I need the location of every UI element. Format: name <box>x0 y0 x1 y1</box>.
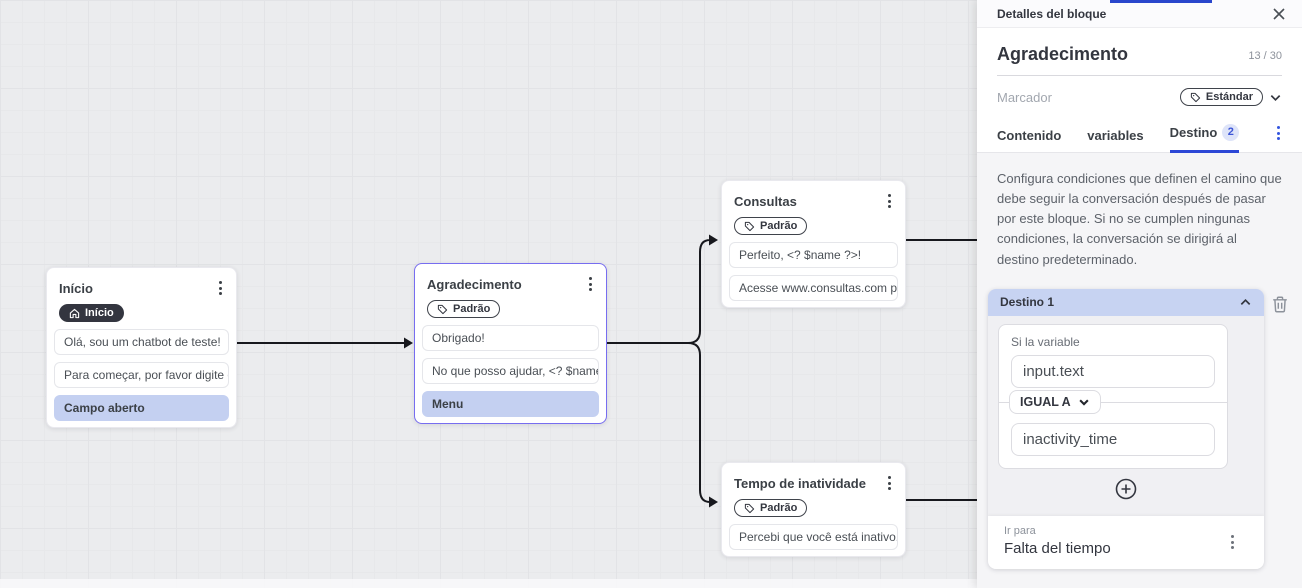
flow-block-tempo-inatividade[interactable]: Tempo de inatividade Padrão Percebi que … <box>721 462 906 557</box>
char-counter: 13 / 30 <box>1248 50 1282 62</box>
close-icon[interactable] <box>1272 7 1286 21</box>
block-message-item[interactable]: Acesse www.consultas.com par... <box>729 275 898 301</box>
block-message-item[interactable]: Perfeito, <? $name ?>! <box>729 242 898 268</box>
badge-label: Padrão <box>453 303 491 315</box>
block-name-value[interactable]: Agradecimento <box>997 44 1129 64</box>
marcador-pill-label: Estándar <box>1205 91 1253 103</box>
block-type-badge: Padrão <box>734 217 808 235</box>
tabs-menu-icon[interactable] <box>1275 124 1282 142</box>
condition-operator-value: IGUAL A <box>1020 394 1071 409</box>
block-type-badge: Padrão <box>734 499 808 517</box>
block-message-item[interactable]: Olá, sou um chatbot de teste! <box>54 329 229 355</box>
tag-icon <box>1190 92 1201 102</box>
tab-contenido[interactable]: Contenido <box>997 128 1062 143</box>
condition-operator-select[interactable]: IGUAL A <box>1009 389 1101 414</box>
block-message-item[interactable]: No que posso ajudar, <? $name ... <box>422 358 599 384</box>
badge-label: Padrão <box>760 220 798 232</box>
block-action-item[interactable]: Menu <box>422 391 599 417</box>
chevron-up-icon[interactable] <box>1239 296 1252 309</box>
block-menu-icon[interactable] <box>886 192 893 210</box>
destino-card-title: Destino 1 <box>1000 295 1055 310</box>
add-condition-button[interactable] <box>1115 478 1137 505</box>
tab-variables[interactable]: variables <box>1087 128 1144 143</box>
badge-label: Início <box>85 307 114 319</box>
goto-section[interactable]: Ir para Falta del tiempo <box>988 515 1264 569</box>
chevron-down-icon <box>1079 399 1089 406</box>
panel-topbar: Detalles del bloque <box>977 0 1302 28</box>
block-type-badge: Início <box>59 304 124 322</box>
block-menu-icon[interactable] <box>886 474 893 492</box>
tab-destino[interactable]: Destino 2 <box>1169 124 1240 153</box>
block-menu-icon[interactable] <box>217 279 224 297</box>
block-title: Tempo de inatividade <box>734 475 866 491</box>
block-title: Agradecimento <box>427 276 522 292</box>
tab-destino-label: Destino <box>1169 125 1218 140</box>
tag-icon <box>744 503 755 513</box>
tag-icon <box>744 221 755 231</box>
block-title: Consultas <box>734 193 797 209</box>
block-message-item[interactable]: Para começar, por favor digite o ... <box>54 362 229 388</box>
panel-tabs: Contenido variables Destino 2 <box>997 118 1282 153</box>
panel-header-section: Agradecimento 13 / 30 Marcador Estándar … <box>977 28 1302 153</box>
block-message-item[interactable]: Percebi que você está inativo. C... <box>729 524 898 550</box>
block-title: Início <box>59 280 93 296</box>
flow-block-agradecimento[interactable]: Agradecimento Padrão Obrigado! No que po… <box>414 263 607 424</box>
destino-card: Destino 1 Si la variable IGUAL A <box>988 288 1264 569</box>
trash-icon <box>1273 296 1287 313</box>
destino-card-header[interactable]: Destino 1 <box>988 288 1264 316</box>
badge-label: Padrão <box>760 502 798 514</box>
block-name-field[interactable]: Agradecimento 13 / 30 <box>997 28 1282 76</box>
delete-destino-button[interactable] <box>1272 296 1288 318</box>
block-menu-icon[interactable] <box>587 275 594 293</box>
condition-value-input[interactable] <box>1011 422 1215 456</box>
goto-label: Ir para <box>1004 524 1036 537</box>
flow-block-consultas[interactable]: Consultas Padrão Perfeito, <? $name ?>! … <box>721 180 906 308</box>
plus-circle-icon <box>1115 478 1137 500</box>
canvas-bottom-strip <box>0 579 977 588</box>
marcador-label: Marcador <box>997 89 1052 105</box>
block-type-badge: Padrão <box>427 300 501 318</box>
block-details-panel: Detalles del bloque Agradecimento 13 / 3… <box>977 0 1302 588</box>
panel-title: Detalles del bloque <box>997 6 1107 21</box>
chevron-down-icon[interactable] <box>1269 91 1282 104</box>
goto-value: Falta del tiempo <box>1004 539 1111 557</box>
destino-description: Configura condiciones que definen el cam… <box>997 171 1282 267</box>
goto-menu-icon[interactable] <box>1229 533 1236 551</box>
destino-tab-content: Configura condiciones que definen el cam… <box>977 153 1302 588</box>
panel-top-accent <box>1110 0 1212 3</box>
block-action-item[interactable]: Campo aberto <box>54 395 229 421</box>
block-message-item[interactable]: Obrigado! <box>422 325 599 351</box>
condition-group: Si la variable IGUAL A <box>998 323 1228 469</box>
tab-destino-count-badge: 2 <box>1222 124 1240 141</box>
tag-icon <box>437 304 448 314</box>
condition-variable-input[interactable] <box>1011 354 1215 388</box>
flow-block-inicio[interactable]: Início Início Olá, sou um chatbot de tes… <box>46 267 237 428</box>
marcador-pill[interactable]: Estándar <box>1179 88 1263 106</box>
home-icon <box>69 308 80 318</box>
condition-variable-label: Si la variable <box>1011 334 1080 349</box>
